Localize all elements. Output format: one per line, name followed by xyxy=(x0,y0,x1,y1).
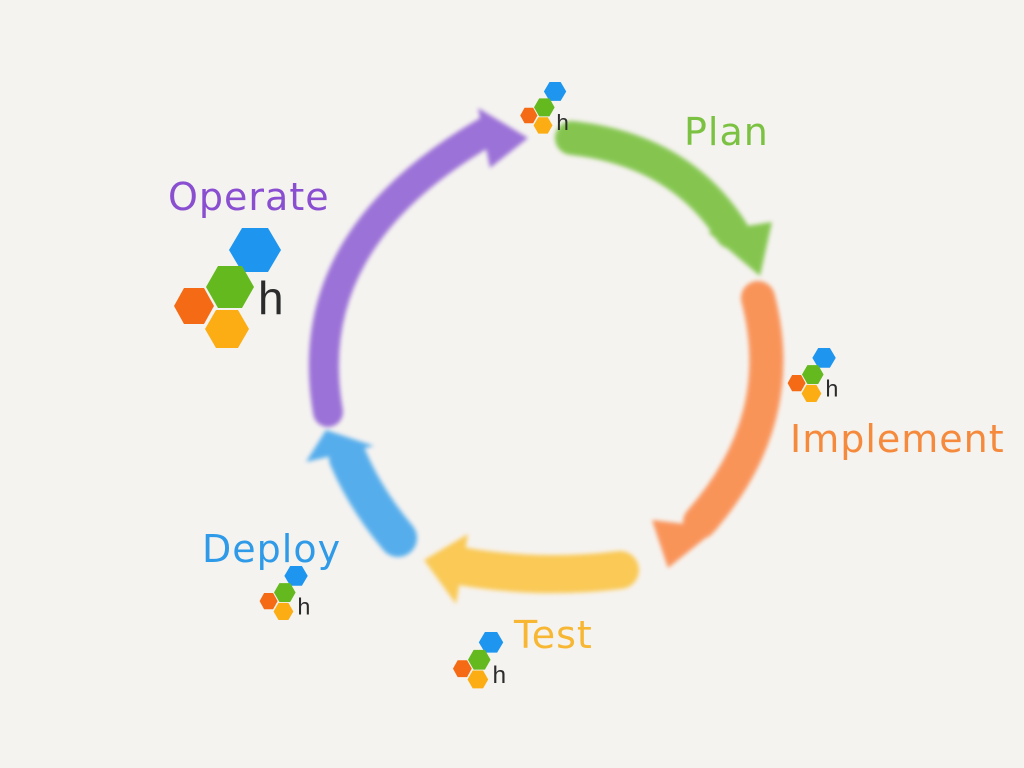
logo-letter: h xyxy=(825,376,838,402)
logo-top: h xyxy=(520,82,569,135)
deploy-arrow-shaft xyxy=(329,439,417,557)
plan-arrow-head xyxy=(708,222,772,276)
logo-operate: h xyxy=(174,228,284,348)
implement-arrow-shaft xyxy=(683,281,784,539)
label-plan: Plan xyxy=(684,110,769,154)
label-test: Test xyxy=(513,613,593,657)
cycle-arrows xyxy=(306,108,784,604)
label-deploy: Deploy xyxy=(202,527,341,571)
logo-letter: h xyxy=(492,662,506,689)
logo-letter: h xyxy=(556,110,568,135)
operate-arrow-shaft xyxy=(308,117,501,427)
logo-letter: h xyxy=(258,272,284,324)
operate-arrow-head xyxy=(478,108,528,168)
implement-arrow-head xyxy=(652,520,718,568)
plan-arrow-shaft xyxy=(555,121,749,249)
label-operate: Operate xyxy=(168,175,330,219)
test-arrow-shaft xyxy=(441,547,639,594)
logo-deploy: h xyxy=(259,566,310,620)
logo-implement: h xyxy=(787,348,838,402)
label-implement: Implement xyxy=(790,417,1005,461)
logo-test: h xyxy=(452,632,506,689)
test-arrow-head xyxy=(424,534,468,604)
logo-letter: h xyxy=(297,594,310,620)
deploy-arrow-head xyxy=(306,430,374,462)
